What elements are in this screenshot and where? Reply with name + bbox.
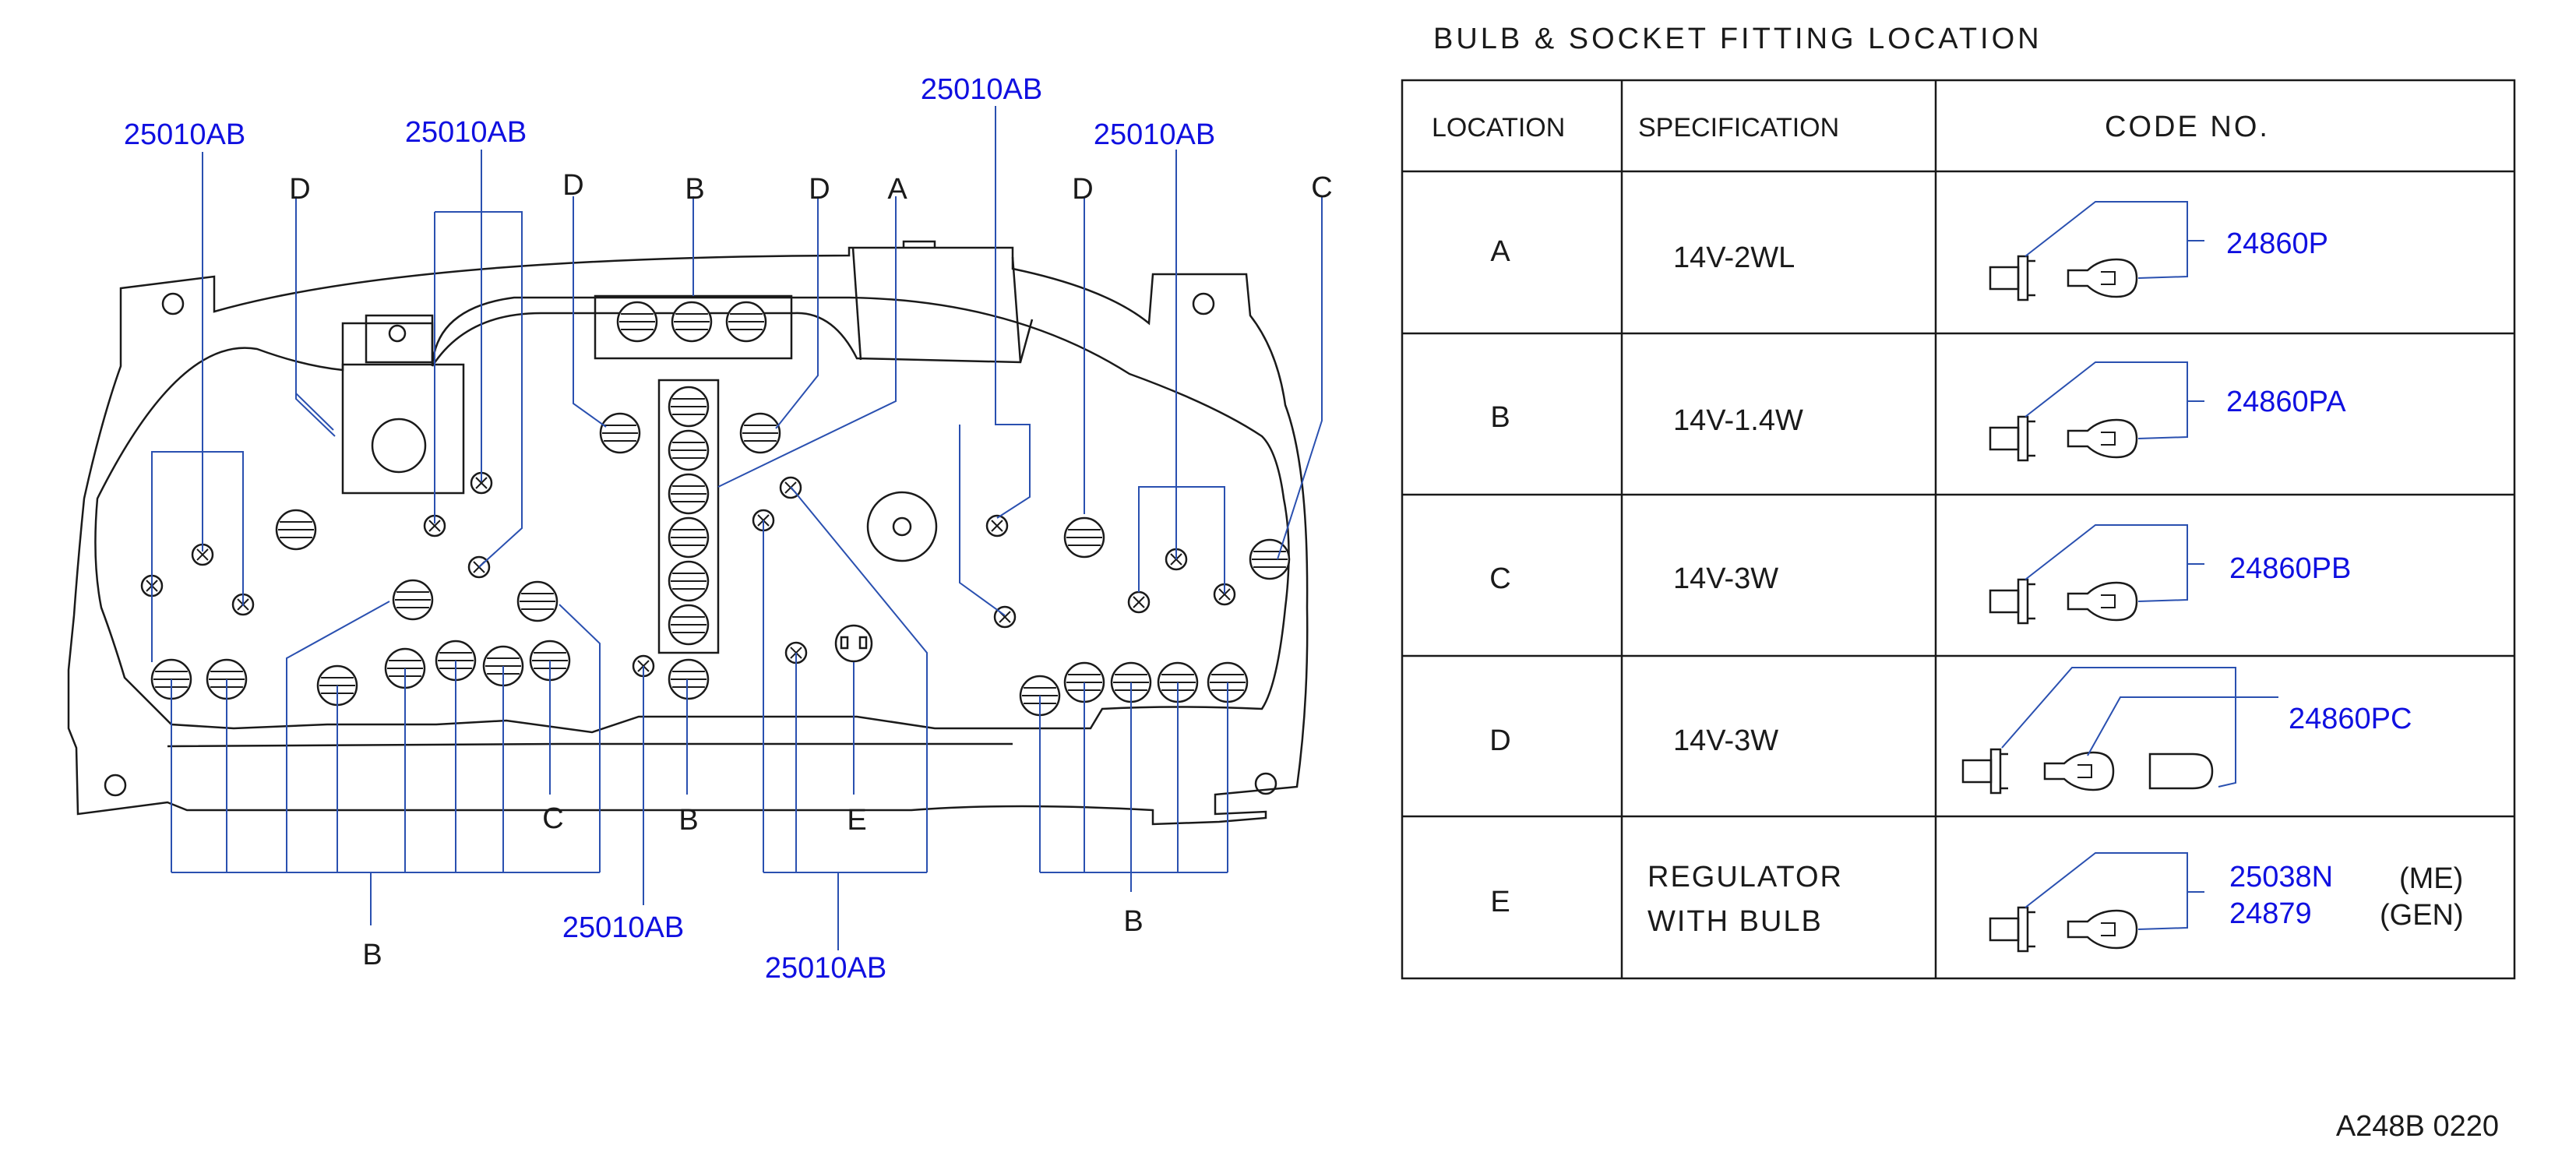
spec-table xyxy=(1401,79,2516,980)
row-location: A xyxy=(1490,235,1510,268)
bulb-icon xyxy=(725,301,767,343)
table-row: B 14V-1.4W 24860PA xyxy=(1490,386,2346,437)
bulb-icon xyxy=(668,658,710,700)
mounting-hole xyxy=(388,324,407,343)
top-left-bracket xyxy=(341,363,465,495)
socket-illustrations xyxy=(1961,201,2278,953)
diagram-id: A248B 0220 xyxy=(2336,1110,2499,1143)
bulb-icon xyxy=(1063,516,1105,559)
row-location: B xyxy=(1490,401,1510,434)
bulb-icon xyxy=(668,386,710,428)
table-row: C 14V-3W 24860PB xyxy=(1489,552,2351,595)
row-code: 24860P xyxy=(2226,227,2328,260)
bulb-icon xyxy=(668,604,710,646)
label-c-bottom: C xyxy=(542,802,563,835)
bulb-icon xyxy=(1249,538,1291,580)
row-code: 24860PA xyxy=(2226,386,2346,418)
row-code-secondary: 24879 xyxy=(2229,897,2312,930)
table-row: A 14V-2WL 24860P xyxy=(1490,227,2328,274)
part-number-callout: 25010AB xyxy=(124,118,245,151)
label-b-bottom-right: B xyxy=(1123,905,1143,938)
row-specification-line2: WITH BULB xyxy=(1647,905,1823,938)
table-row: D 14V-3W 24860PC xyxy=(1489,703,2412,757)
label-d3: D xyxy=(809,173,830,206)
center-gauge-ring xyxy=(866,491,938,562)
bulb-icon xyxy=(599,412,641,454)
socket-and-bulb-icon xyxy=(1989,415,2138,462)
cluster-housing-outline xyxy=(67,246,1309,826)
row-location: C xyxy=(1489,562,1510,595)
label-d2: D xyxy=(562,169,583,202)
gauge-knob xyxy=(371,418,427,474)
bulb-icon xyxy=(739,412,781,454)
bulb-icon xyxy=(668,473,710,515)
header-location: LOCATION xyxy=(1432,113,1565,143)
bulb-icon xyxy=(671,301,713,343)
row-location: D xyxy=(1489,724,1510,757)
row-note: (ME) xyxy=(2399,862,2463,895)
wedge-bulb-icon xyxy=(423,514,446,537)
socket-and-bulb-icon xyxy=(1989,578,2138,625)
bulb-icon xyxy=(668,516,710,559)
part-number-callout: 25010AB xyxy=(562,911,684,944)
row-code: 25038N xyxy=(2229,861,2333,893)
bulb-group xyxy=(150,301,1291,717)
socket-and-bulb-icon xyxy=(1961,748,2214,795)
row-specification: 14V-1.4W xyxy=(1673,404,1803,437)
label-b-mid: B xyxy=(678,804,698,837)
wedge-bulb-group xyxy=(140,471,1236,678)
row-specification: REGULATOR xyxy=(1647,861,1843,893)
mounting-hole xyxy=(104,774,127,797)
leader-lines xyxy=(151,106,1323,950)
row-code: 24860PC xyxy=(2289,703,2412,735)
cluster-face-outline xyxy=(94,296,1290,734)
label-e: E xyxy=(847,804,866,837)
mounting-hole xyxy=(1192,292,1215,315)
row-location: E xyxy=(1490,886,1510,918)
label-a: A xyxy=(887,173,907,206)
socket-and-bulb-icon xyxy=(1989,255,2138,301)
part-number-callout: 25010AB xyxy=(921,73,1042,106)
header-code: CODE NO. xyxy=(2105,111,2270,143)
part-number-callout: 25010AB xyxy=(765,952,886,985)
wedge-bulb-icon xyxy=(1127,590,1151,614)
label-d4: D xyxy=(1072,173,1093,206)
bulb-icon xyxy=(616,301,658,343)
row-specification: 14V-3W xyxy=(1673,724,1778,757)
instrument-cluster xyxy=(67,240,1309,826)
label-b-bottom-left: B xyxy=(362,939,382,971)
bulb-icon xyxy=(275,509,317,551)
cluster-bridge xyxy=(431,312,1034,367)
page-title: BULB & SOCKET FITTING LOCATION xyxy=(1433,23,2042,55)
part-number-callout: 25010AB xyxy=(405,116,527,149)
row-note-secondary: (GEN) xyxy=(2380,899,2464,932)
part-number-callout: 25010AB xyxy=(1094,118,1215,151)
row-code: 24860PB xyxy=(2229,552,2351,585)
table-row: E REGULATOR WITH BULB 25038N 24879 (ME) … xyxy=(1490,861,2463,938)
socket-and-bulb-icon xyxy=(1989,906,2138,953)
bulb-icon xyxy=(668,560,710,602)
header-specification: SPECIFICATION xyxy=(1638,113,1839,143)
mounting-hole xyxy=(161,292,185,315)
bulb-icon xyxy=(516,580,559,622)
regulator-e xyxy=(834,624,873,663)
bulb-icon xyxy=(206,658,248,700)
bulb-icon xyxy=(392,579,434,621)
label-b-top: B xyxy=(685,173,704,206)
label-d1: D xyxy=(289,173,310,206)
label-c-right: C xyxy=(1311,171,1332,204)
wedge-bulb-icon xyxy=(985,514,1009,537)
bulb-icon xyxy=(668,429,710,471)
mounting-hole xyxy=(1254,772,1277,795)
row-specification: 14V-3W xyxy=(1673,562,1778,595)
b-column-frame xyxy=(657,379,720,654)
row-specification: 14V-2WL xyxy=(1673,241,1795,274)
